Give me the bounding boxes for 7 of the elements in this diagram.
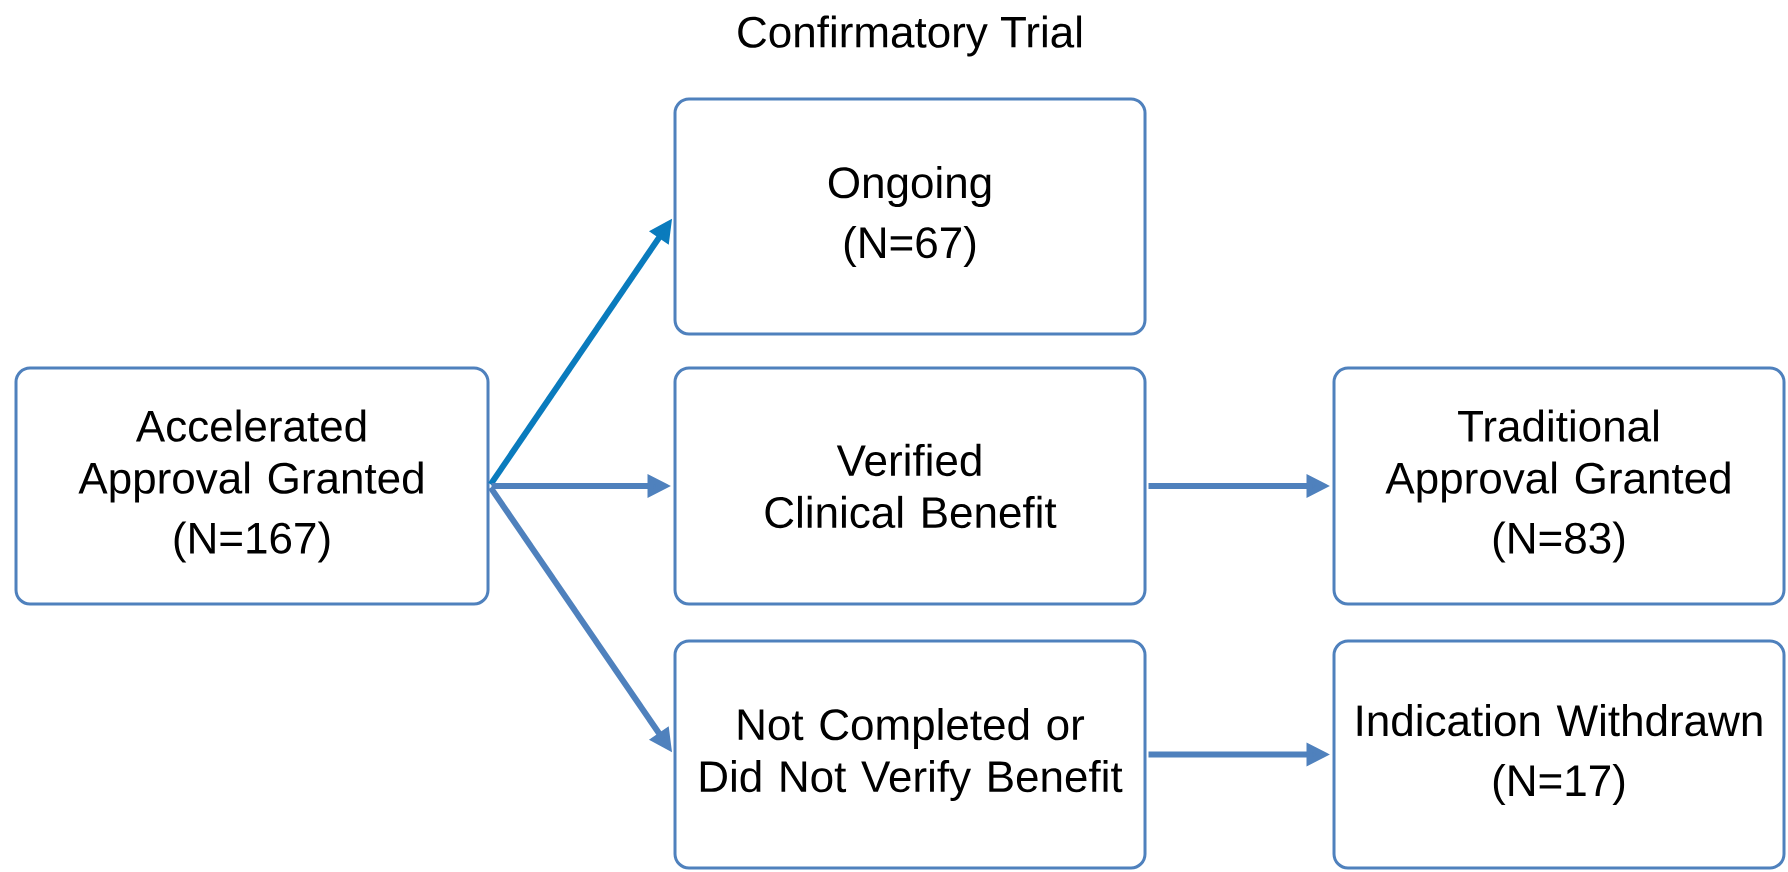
process-box: Ongoing (N=67) [673,97,1147,336]
title: Confirmatory Trial [738,15,1082,57]
process-box: Traditional Approval Granted (N=83) [1332,366,1786,606]
process-box: Verified Clinical Benefit [673,366,1147,606]
process-box: Accelerated Approval Granted (N=167) [14,366,490,606]
process-box: Indication Withdrawn (N=17) [1332,639,1786,870]
process-box: Not Completed or Did Not Verify Benefit [673,639,1147,870]
